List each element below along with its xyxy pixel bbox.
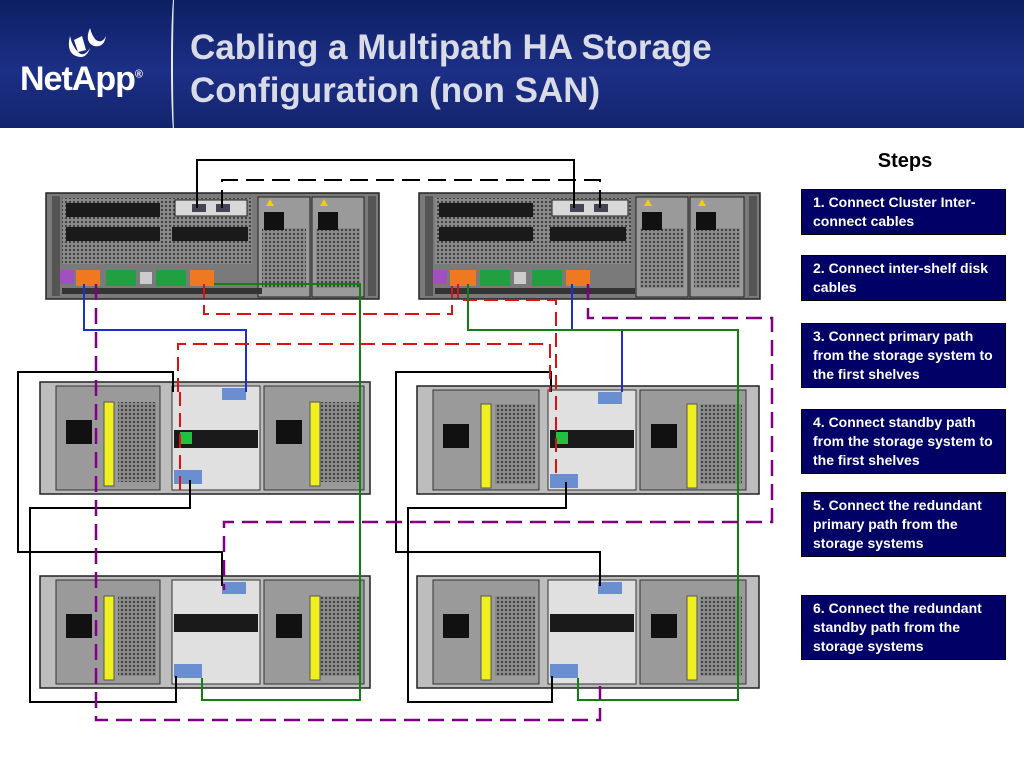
cable-standby-path [177, 284, 557, 490]
page-title: Cabling a Multipath HA Storage Configura… [190, 28, 712, 110]
header-separator [171, 0, 179, 128]
cable-redundant-standby [94, 284, 774, 722]
cable-cluster-interconnect [196, 159, 601, 208]
step-4-box: 4. Connect standby path from the storage… [801, 409, 1006, 474]
shelf-1-bottom [39, 575, 371, 689]
netapp-logo-icon [68, 28, 106, 57]
storage-system-2 [418, 192, 761, 300]
step-1-box: 1. Connect Cluster Inter-connect cables [801, 189, 1006, 235]
step-6-box: 6. Connect the redundant standby path fr… [801, 595, 1006, 660]
shelf-2-bottom [416, 575, 760, 689]
steps-heading: Steps [877, 150, 933, 172]
cable-redundant-primary [201, 283, 739, 701]
step-2-box: 2. Connect inter-shelf disk cables [801, 255, 1006, 301]
storage-system-1 [45, 192, 380, 300]
cable-primary-path [83, 284, 623, 392]
shelf-1-top [39, 381, 371, 495]
shelf-2-top [416, 385, 760, 495]
header-banner: NetApp® Cabling a Multipath HA Storage C… [0, 0, 1024, 128]
step-3-box: 3. Connect primary path from the storage… [801, 323, 1006, 388]
logo-text: NetApp® [20, 60, 143, 98]
cabling-diagram [17, 159, 774, 722]
step-5-box: 5. Connect the redundant primary path fr… [801, 492, 1006, 557]
